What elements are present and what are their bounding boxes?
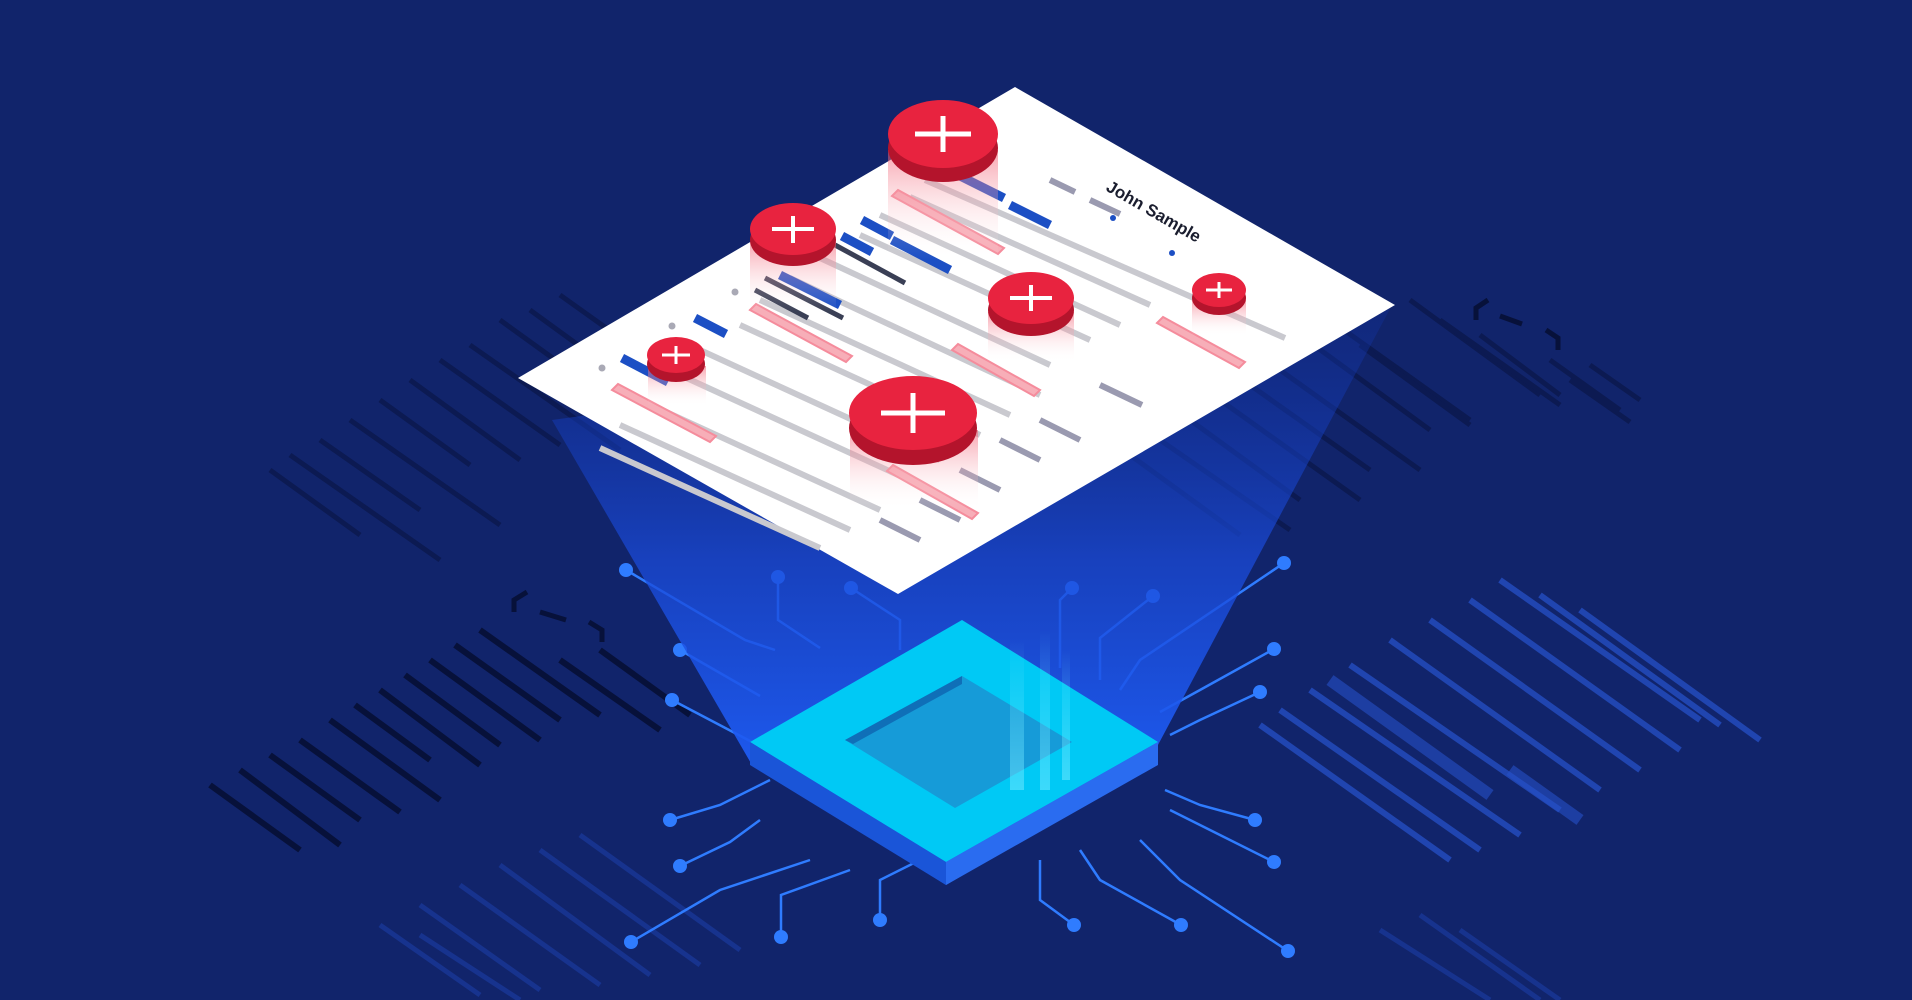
code-tag-icon [511,589,605,642]
code-tag-icon [1473,297,1561,350]
resume-bullets [598,288,739,372]
chip-icon [750,620,1158,885]
background-code-lines-left [208,292,742,1000]
plus-icon [647,337,706,406]
resume-paper [518,87,1395,594]
plus-icon [1192,273,1246,336]
plus-icon [849,376,978,510]
plus-icon [750,203,836,312]
plus-icon [888,100,998,260]
add-markers [647,100,1246,510]
plus-icon [988,272,1074,362]
